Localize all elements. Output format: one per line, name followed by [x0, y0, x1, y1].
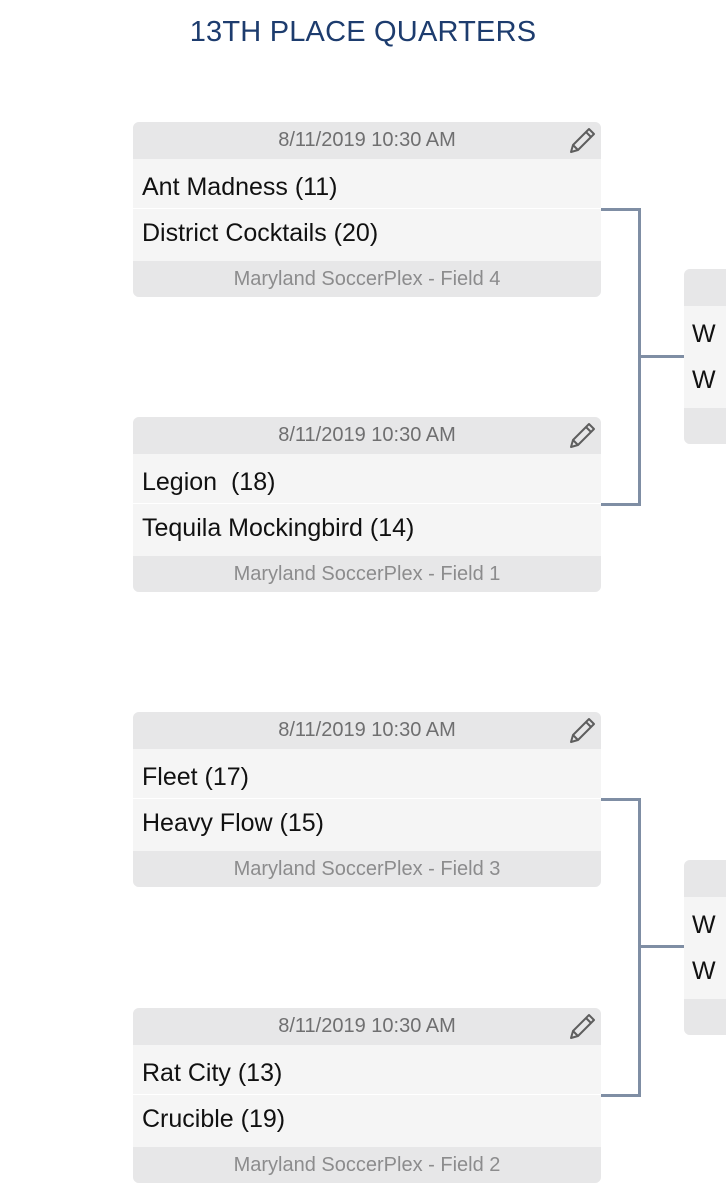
match-datetime: 8/11/2019 10:30 AM [133, 712, 601, 749]
match-card[interactable]: 8/11/2019 10:30 AM Ant Madness (11) Dist… [133, 122, 601, 297]
next-round-footer [684, 999, 726, 1035]
bracket-connector [640, 945, 684, 948]
winner-slot: W [692, 366, 716, 394]
pencil-icon[interactable] [565, 124, 599, 158]
bracket-connector [638, 208, 641, 506]
bracket-connector [601, 798, 641, 801]
next-round-footer [684, 408, 726, 444]
team-2[interactable]: Heavy Flow (15) [142, 809, 324, 837]
divider [133, 1094, 601, 1095]
team-1[interactable]: Ant Madness (11) [142, 173, 338, 201]
match-card[interactable]: 8/11/2019 10:30 AM Legion (18) Tequila M… [133, 417, 601, 592]
team-1[interactable]: Fleet (17) [142, 763, 249, 791]
pencil-icon[interactable] [565, 419, 599, 453]
team-1[interactable]: Legion (18) [142, 468, 276, 496]
pencil-icon[interactable] [565, 1010, 599, 1044]
match-location: Maryland SoccerPlex - Field 2 [133, 1147, 601, 1183]
bracket-connector [640, 355, 684, 358]
match-datetime: 8/11/2019 10:30 AM [133, 122, 601, 159]
winner-slot: W [692, 911, 716, 939]
match-datetime: 8/11/2019 10:30 AM [133, 417, 601, 454]
match-location: Maryland SoccerPlex - Field 4 [133, 261, 601, 297]
next-round-card[interactable]: W W [684, 860, 726, 1035]
divider [133, 503, 601, 504]
bracket-connector [601, 1094, 641, 1097]
next-round-card[interactable]: W W [684, 269, 726, 444]
winner-slot: W [692, 957, 716, 985]
match-card[interactable]: 8/11/2019 10:30 AM Rat City (13) Crucibl… [133, 1008, 601, 1183]
bracket-connector [638, 798, 641, 1097]
bracket-connector [601, 503, 641, 506]
next-round-header [684, 860, 726, 897]
next-round-header [684, 269, 726, 306]
divider [133, 798, 601, 799]
match-card[interactable]: 8/11/2019 10:30 AM Fleet (17) Heavy Flow… [133, 712, 601, 887]
winner-slot: W [692, 320, 716, 348]
page-title: 13TH PLACE QUARTERS [189, 16, 537, 48]
pencil-icon[interactable] [565, 714, 599, 748]
match-location: Maryland SoccerPlex - Field 3 [133, 851, 601, 887]
team-2[interactable]: Crucible (19) [142, 1105, 286, 1133]
team-1[interactable]: Rat City (13) [142, 1059, 283, 1087]
match-location: Maryland SoccerPlex - Field 1 [133, 556, 601, 592]
team-2[interactable]: Tequila Mockingbird (14) [142, 514, 415, 542]
team-2[interactable]: District Cocktails (20) [142, 219, 379, 247]
bracket-connector [601, 208, 641, 211]
divider [133, 208, 601, 209]
match-datetime: 8/11/2019 10:30 AM [133, 1008, 601, 1045]
